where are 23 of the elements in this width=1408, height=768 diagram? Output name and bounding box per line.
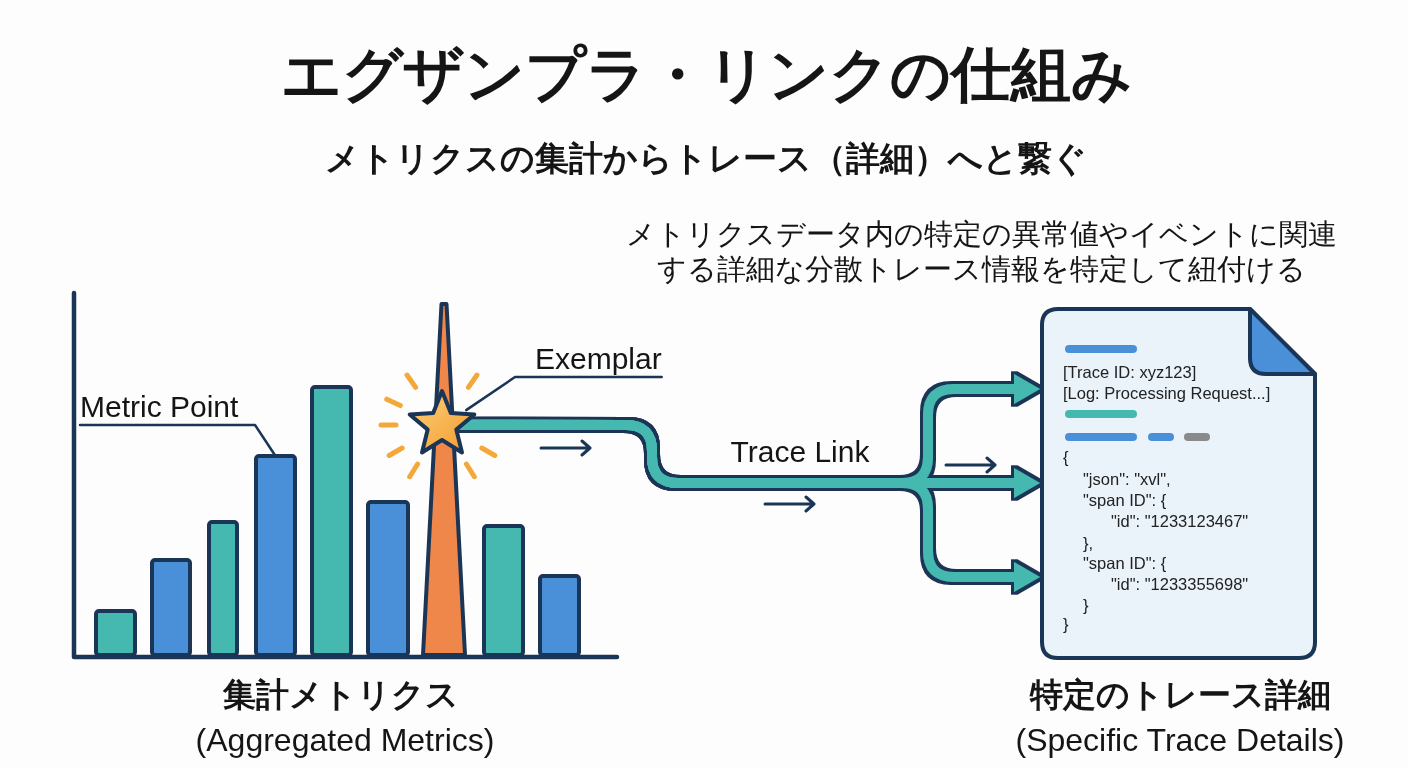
code-line: }: [1083, 595, 1089, 615]
document-label: (Specific Trace Details): [1015, 720, 1345, 760]
title: エグザンプラ・リンクの仕組み: [280, 40, 1132, 110]
callout-label: Exemplar: [535, 341, 662, 377]
callout-label: Metric Point: [80, 389, 239, 425]
code-line: "id": "1233355698": [1111, 574, 1249, 594]
code-line: "json": "xvl",: [1083, 469, 1171, 489]
leader-line: [464, 375, 663, 412]
log-text: [Log: Processing Request...]: [1063, 383, 1271, 403]
chart-caption: (Aggregated Metrics): [195, 720, 495, 760]
document-label: 特定のトレース詳細: [1029, 675, 1331, 715]
chart-caption: 集計メトリクス: [223, 675, 459, 715]
code-line: "span ID": {: [1083, 490, 1167, 510]
description: メトリクスデータ内の特定の異常値やイベントに関連する詳細な分散トレース情報を特定して紐付ける: [625, 217, 1337, 287]
code-line: {: [1063, 447, 1069, 467]
code-line: },: [1083, 533, 1094, 553]
code-line: "id": "1233123467": [1111, 511, 1249, 531]
subtitle: メトリクスの集計からトレース（詳細）へと繋ぐ: [325, 137, 1087, 179]
code-line: }: [1063, 614, 1069, 634]
code-line: "span ID": {: [1083, 553, 1167, 573]
star-icon: [407, 389, 477, 455]
trace-id-text: [Trace ID: xyz123]: [1063, 362, 1197, 382]
document: [1040, 307, 1317, 660]
